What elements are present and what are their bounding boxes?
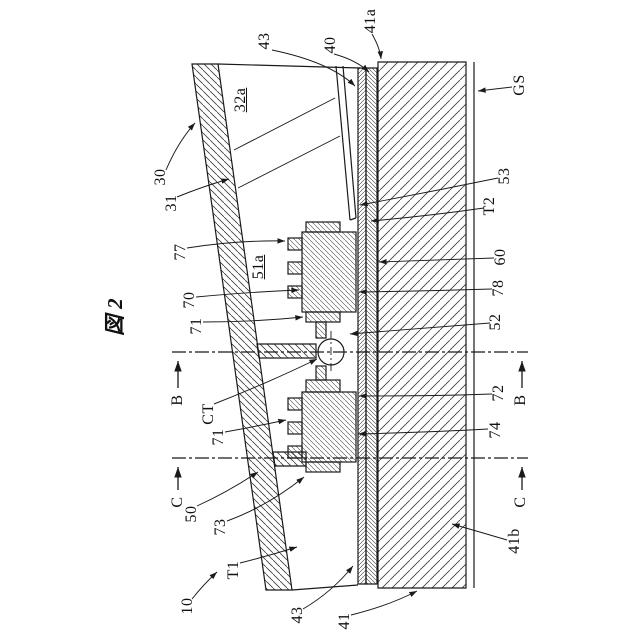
- ref-label-71-lower: 71: [210, 428, 227, 446]
- ref-label-30: 30: [152, 168, 169, 186]
- ref-label-60: 60: [492, 248, 509, 266]
- ref-label-52: 52: [487, 313, 504, 331]
- leader-70: [195, 287, 300, 298]
- ref-label-78: 78: [490, 279, 507, 297]
- leader-78: [358, 288, 493, 295]
- section-view-arrows: [174, 361, 526, 490]
- ref-label-t2: T2: [481, 196, 498, 216]
- drawing-root: [165, 33, 528, 616]
- leader-43-bottom: [302, 565, 354, 610]
- figure-caption: 図 2: [103, 297, 127, 337]
- ref-label-73: 73: [212, 518, 229, 536]
- leader-74: [357, 428, 489, 437]
- leader-40: [333, 53, 370, 73]
- leader-31: [176, 178, 230, 198]
- leader-t2: [370, 207, 485, 224]
- leader-50: [196, 471, 259, 507]
- section-label-c-right: C: [512, 496, 529, 508]
- leader-41b: [451, 523, 508, 541]
- leader-43-top: [271, 49, 356, 87]
- top-boundary-line: [217, 63, 361, 69]
- leader-41-bottom: [350, 590, 418, 616]
- leader-30: [165, 122, 196, 171]
- leader-gs: [477, 86, 513, 93]
- leader-60: [378, 257, 495, 265]
- ref-label-74: 74: [487, 421, 504, 439]
- base-slab-41: [377, 61, 467, 589]
- leader-71-lower: [224, 418, 287, 433]
- leader-lines: [165, 33, 513, 616]
- leader-10: [191, 571, 218, 600]
- ref-label-53: 53: [496, 167, 513, 185]
- section-label-b-right: B: [512, 394, 529, 406]
- leader-ct: [213, 358, 318, 405]
- ref-label-31: 31: [163, 194, 180, 212]
- bottom-boundary-line: [291, 584, 359, 591]
- section-label-b-left: B: [169, 394, 186, 406]
- ref-label-gs: GS: [511, 74, 528, 96]
- leader-71-upper: [202, 315, 304, 323]
- leader-53: [359, 177, 499, 207]
- terminal-block-upper-51a: [287, 221, 357, 339]
- ref-label-ct: CT: [200, 403, 217, 425]
- leader-72: [358, 393, 493, 399]
- ref-label-41-bottom: 41: [336, 612, 353, 630]
- leader-77: [186, 238, 286, 249]
- bracket-shelf-upper: [256, 343, 317, 359]
- leader-52: [349, 322, 491, 337]
- ref-label-50: 50: [183, 505, 200, 523]
- leader-t1: [239, 546, 298, 564]
- inner-panel-32a: [233, 65, 357, 221]
- ref-label-43-top: 43: [256, 32, 273, 50]
- ref-label-51a: 51a: [250, 254, 267, 280]
- leader-41a: [371, 33, 384, 60]
- wall-30: [191, 63, 293, 591]
- ref-label-43-bottom: 43: [289, 606, 306, 624]
- ref-label-41a: 41a: [362, 8, 379, 34]
- ref-label-40: 40: [322, 36, 339, 54]
- sheet-43: [357, 67, 367, 585]
- ref-label-41b: 41b: [506, 528, 523, 554]
- ref-label-72: 72: [490, 384, 507, 402]
- ref-label-77: 77: [172, 243, 189, 261]
- ref-label-32a: 32a: [232, 87, 249, 113]
- sheet-40: [365, 67, 378, 585]
- ref-label-70: 70: [181, 291, 198, 309]
- leader-73: [226, 476, 305, 522]
- terminal-block-lower: [287, 365, 357, 473]
- ref-label-10: 10: [179, 597, 196, 615]
- ref-label-t1: T1: [225, 560, 242, 580]
- ref-label-71-upper: 71: [188, 317, 205, 335]
